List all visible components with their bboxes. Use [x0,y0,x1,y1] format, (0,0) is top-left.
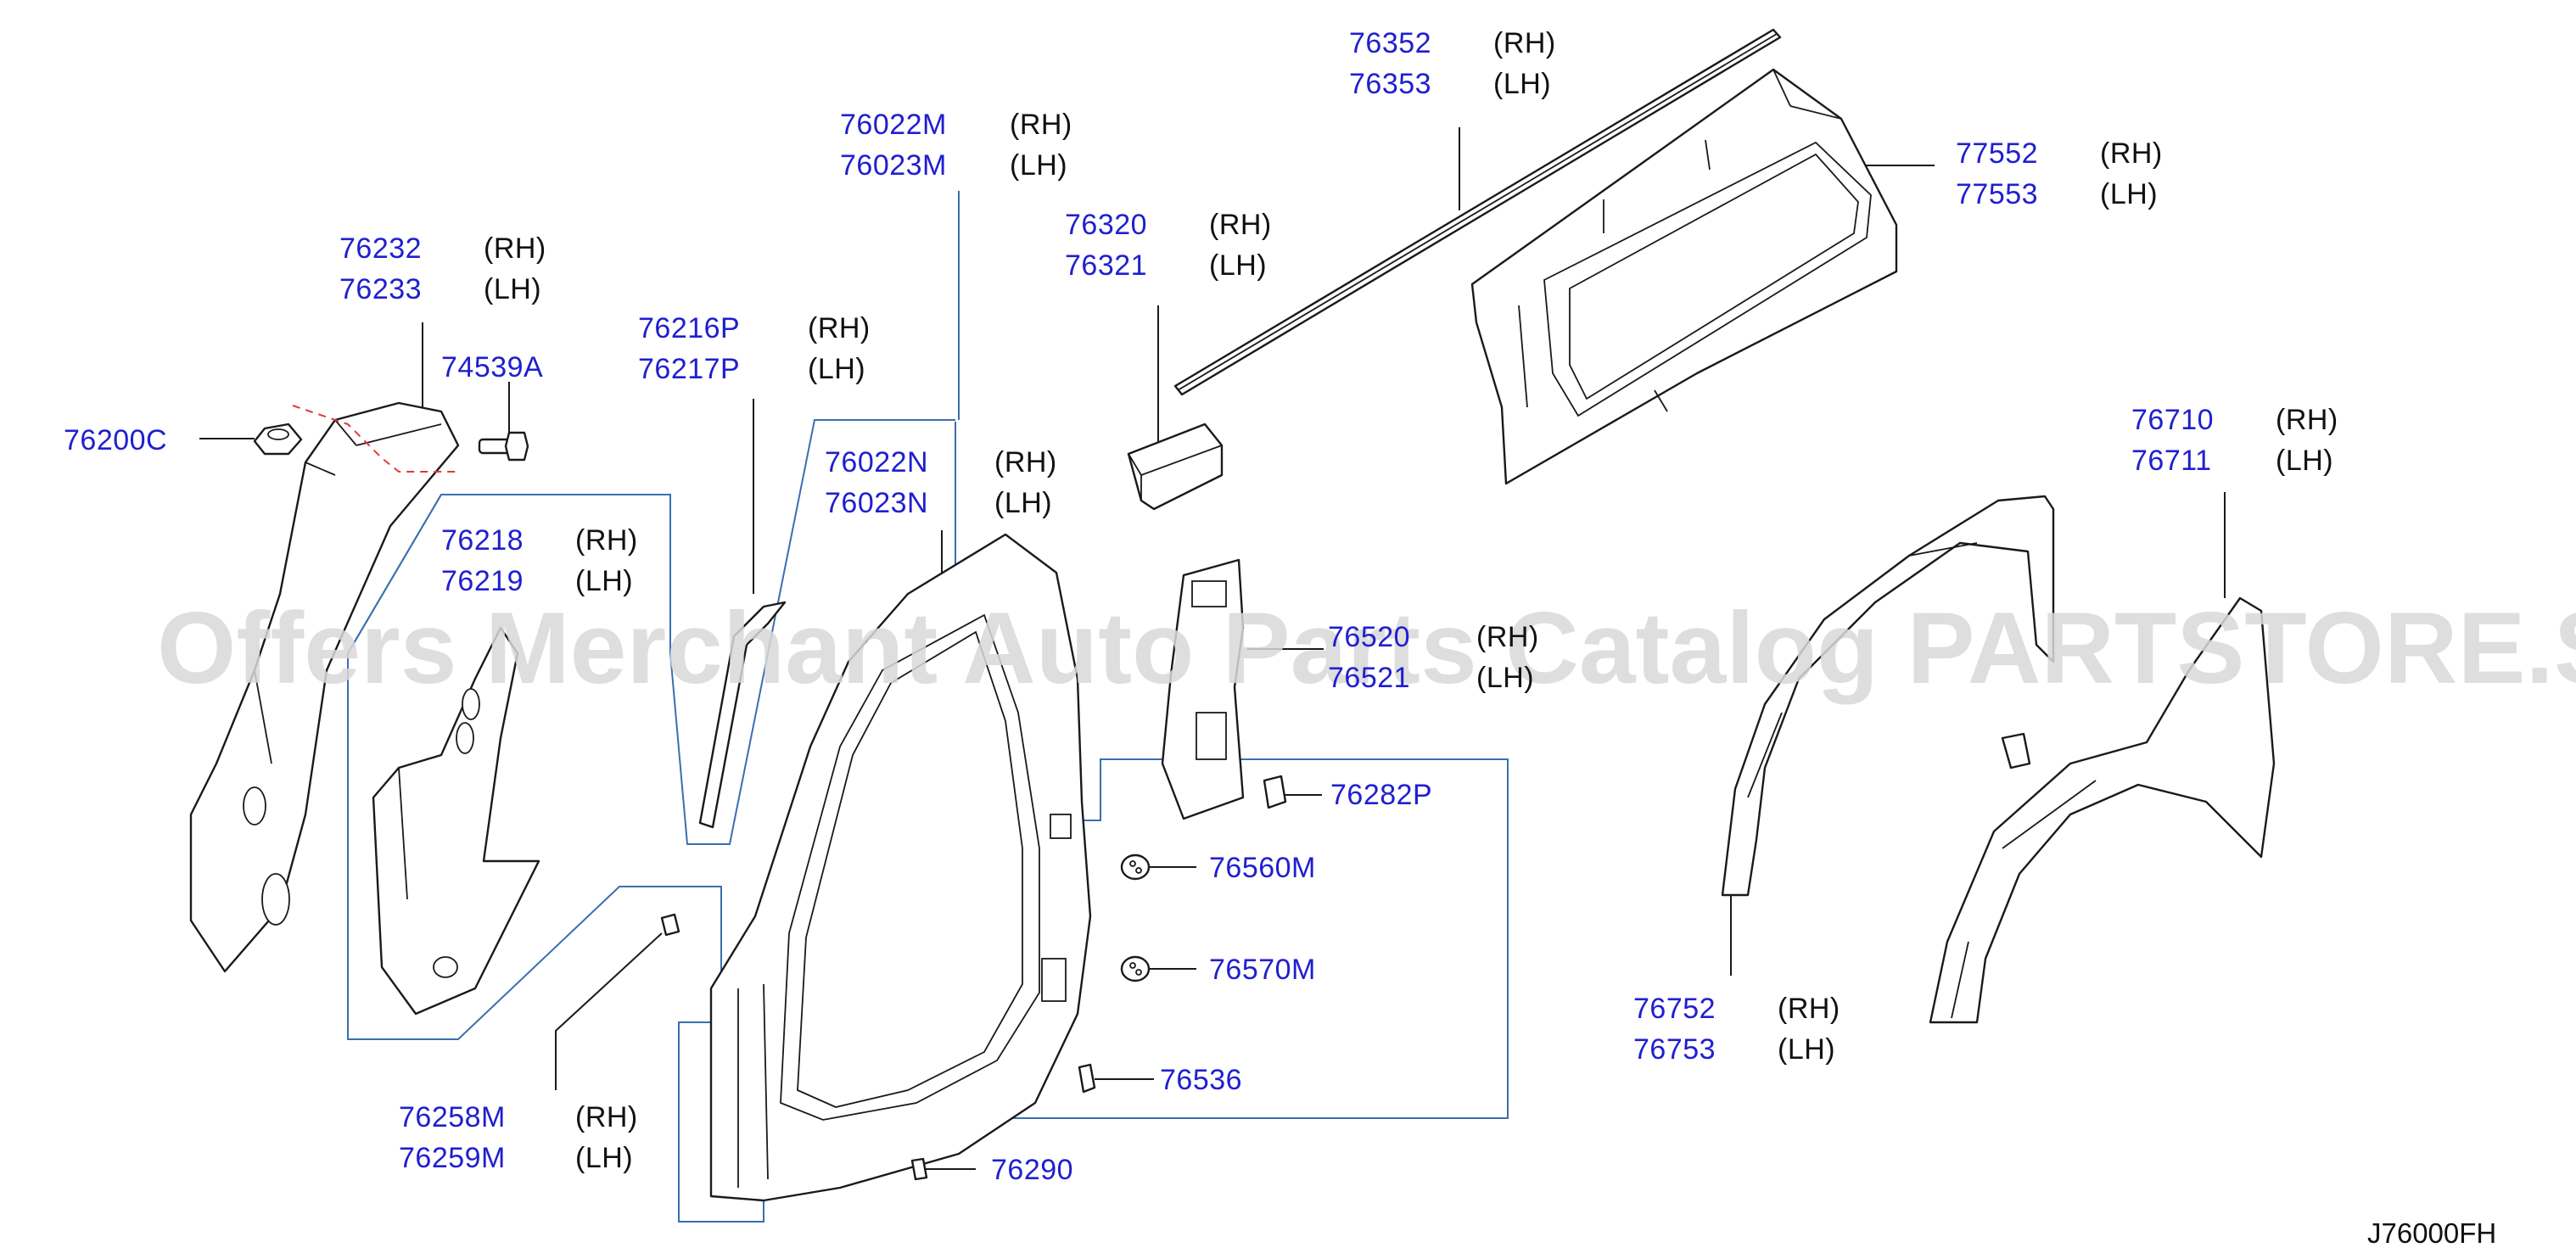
leader-76258M [555,932,663,1090]
svg-text:76258M: 76258M [399,1101,506,1133]
svg-text:76570M: 76570M [1209,954,1316,986]
svg-text:76023M: 76023M [840,149,947,182]
svg-text:76233: 76233 [339,273,422,305]
callout-76560M[interactable]: 76560M [1209,852,1316,884]
callout-76352[interactable]: 76352 (RH) 76353 (LH) [1349,27,1556,100]
svg-text:(LH): (LH) [808,353,865,385]
callout-76258M[interactable]: 76258M (RH) 76259M (LH) [399,1101,638,1174]
svg-text:(LH): (LH) [575,1142,633,1174]
part-roof-molding-76352[interactable] [1173,28,1782,396]
part-center-pillar-76520[interactable] [1161,558,1245,820]
svg-text:76710: 76710 [2131,404,2214,436]
svg-text:76536: 76536 [1160,1064,1242,1096]
svg-text:(RH): (RH) [1493,27,1556,59]
callout-76520[interactable]: 76520 (RH) 76521 (LH) [1328,621,1539,694]
svg-text:76216P: 76216P [638,312,740,344]
svg-text:77552: 77552 [1956,137,2038,170]
svg-text:76352: 76352 [1349,27,1431,59]
svg-text:(LH): (LH) [1209,249,1267,282]
callout-76290[interactable]: 76290 [991,1154,1073,1186]
svg-text:76321: 76321 [1065,249,1147,282]
svg-text:76711: 76711 [2131,445,2212,477]
callout-76022N[interactable]: 76022N (RH) 76023N (LH) [825,446,1057,519]
svg-text:(RH): (RH) [1778,993,1840,1025]
diagram-code: J76000FH [2367,1217,2496,1249]
group-line-side-body [347,419,1509,1223]
part-nut-76200C[interactable] [253,422,303,456]
callout-76282P[interactable]: 76282P [1330,779,1432,811]
part-clip-76536[interactable] [1078,1063,1096,1094]
svg-text:76290: 76290 [991,1154,1073,1186]
callout-74539A[interactable]: 74539A [441,351,543,383]
part-clip-76282P[interactable] [1263,775,1287,809]
svg-text:(RH): (RH) [2276,404,2338,436]
svg-text:76320: 76320 [1065,209,1147,241]
svg-text:76259M: 76259M [399,1142,506,1174]
part-wheelhouse-inner-76752[interactable] [1721,495,2055,897]
svg-text:76200C: 76200C [64,424,167,456]
callout-76536[interactable]: 76536 [1160,1064,1242,1096]
group-line-76218 [347,494,442,654]
callout-76710[interactable]: 76710 (RH) 76711 (LH) [2131,404,2338,477]
svg-text:76282P: 76282P [1330,779,1432,811]
callout-77552[interactable]: 77552 (RH) 77553 (LH) [1956,137,2163,210]
svg-text:(LH): (LH) [484,273,541,305]
svg-text:(LH): (LH) [1493,68,1551,100]
part-rear-panel-77552[interactable] [1470,68,1898,485]
callout-76320[interactable]: 76320 (RH) 76321 (LH) [1065,209,1272,282]
svg-text:77553: 77553 [1956,178,2038,210]
callout-76752[interactable]: 76752 (RH) 76753 (LH) [1633,993,1840,1066]
part-bracket-76320[interactable] [1127,422,1224,511]
part-bolt-74539A[interactable] [478,431,529,462]
svg-text:76753: 76753 [1633,1033,1716,1066]
callout-76216P[interactable]: 76216P (RH) 76217P (LH) [638,312,871,385]
svg-text:(LH): (LH) [2276,445,2333,477]
svg-text:(RH): (RH) [1209,209,1272,241]
svg-text:(RH): (RH) [994,446,1057,478]
part-weatherstrip-76216P[interactable] [698,601,787,829]
svg-text:76752: 76752 [1633,993,1716,1025]
part-plug-76570M[interactable] [1120,955,1151,982]
svg-text:76022N: 76022N [825,446,928,478]
svg-text:(LH): (LH) [1010,149,1067,182]
callout-76232[interactable]: 76232 (RH) 76233 (LH) [339,232,546,305]
svg-text:(RH): (RH) [575,1101,638,1133]
svg-text:(RH): (RH) [484,232,546,265]
svg-text:76219: 76219 [441,565,524,597]
svg-text:(LH): (LH) [2100,178,2158,210]
svg-text:76218: 76218 [441,524,524,557]
part-clip-76258M[interactable] [660,913,680,937]
svg-text:(LH): (LH) [575,565,633,597]
callout-76218[interactable]: 76218 (RH) 76219 (LH) [441,524,638,597]
svg-text:74539A: 74539A [441,351,543,383]
part-pillar-inner-76218[interactable] [372,626,540,1016]
callout-76570M[interactable]: 76570M [1209,954,1316,986]
part-plug-76560M[interactable] [1120,853,1151,881]
watermark-text: Offers Merchant Auto Parts Catalog PARTS… [157,591,2576,705]
svg-text:(RH): (RH) [575,524,638,557]
svg-text:76353: 76353 [1349,68,1431,100]
svg-text:76560M: 76560M [1209,852,1316,884]
callout-76022M[interactable]: 76022M (RH) 76023M (LH) [840,109,1072,182]
svg-text:(LH): (LH) [1778,1033,1835,1066]
part-clip-76290[interactable] [910,1157,928,1181]
part-pillar-reinforcement-76232[interactable] [189,401,460,973]
svg-text:76023N: 76023N [825,487,928,519]
svg-text:(RH): (RH) [2100,137,2163,170]
svg-text:(LH): (LH) [994,487,1052,519]
svg-text:(RH): (RH) [808,312,871,344]
part-rear-fender-76710[interactable] [1929,596,2276,1024]
svg-text:76232: 76232 [339,232,422,265]
svg-text:76520: 76520 [1328,621,1410,653]
svg-text:76521: 76521 [1328,662,1410,694]
svg-text:(RH): (RH) [1476,621,1539,653]
callout-76200C[interactable]: 76200C [64,424,167,456]
svg-text:(RH): (RH) [1010,109,1072,141]
svg-text:76022M: 76022M [840,109,947,141]
svg-text:76217P: 76217P [638,353,740,385]
part-body-side-outer-76022N[interactable] [709,533,1092,1202]
svg-text:(LH): (LH) [1476,662,1534,694]
